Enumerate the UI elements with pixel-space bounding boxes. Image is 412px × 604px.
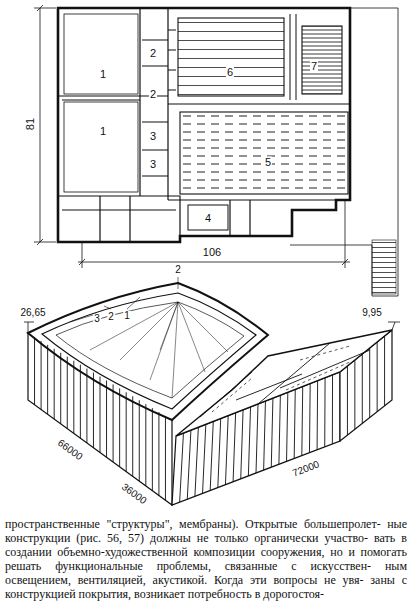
callout-number: 1 xyxy=(123,311,131,321)
column-stroke xyxy=(158,412,159,495)
column-stroke xyxy=(210,421,213,490)
callout-number: 81 xyxy=(25,117,36,131)
wall-columns xyxy=(35,336,385,502)
column-stroke xyxy=(54,349,55,419)
column-stroke xyxy=(100,377,101,453)
column-stroke xyxy=(384,336,385,406)
column-stroke xyxy=(225,416,228,485)
column-stroke xyxy=(369,348,370,418)
column-stroke xyxy=(47,345,48,414)
plan xyxy=(34,5,398,296)
column-stroke xyxy=(86,369,87,443)
callout-number: 1 xyxy=(99,69,107,80)
pool-5 xyxy=(180,112,348,194)
partition-teeth xyxy=(62,14,296,100)
column-stroke xyxy=(152,408,153,491)
column-stroke xyxy=(80,365,81,439)
shell-cables xyxy=(90,302,228,398)
column-stroke xyxy=(119,388,120,466)
column-stroke xyxy=(309,384,311,453)
column-stroke xyxy=(106,380,107,457)
inner-walls xyxy=(58,8,350,242)
callout-number: 2 xyxy=(107,312,115,322)
column-stroke xyxy=(248,407,250,476)
column-stroke xyxy=(165,416,166,500)
shell-rim-3 xyxy=(56,302,244,398)
column-stroke xyxy=(324,378,325,447)
callout-number: 106 xyxy=(202,247,222,258)
column-stroke xyxy=(264,401,266,470)
callout-number: 72000 xyxy=(290,459,321,479)
column-stroke xyxy=(113,384,114,462)
column-stroke xyxy=(362,354,363,423)
column-stroke xyxy=(195,427,198,496)
column-stroke xyxy=(347,366,348,435)
dimension-106 xyxy=(78,200,350,268)
column-stroke xyxy=(279,395,280,464)
column-stroke xyxy=(271,398,273,467)
callout-number: 6 xyxy=(226,67,234,78)
column-stroke xyxy=(377,342,378,412)
column-stroke xyxy=(287,392,288,461)
entrance-steps xyxy=(372,240,396,294)
callout-leaders xyxy=(70,277,178,322)
column-stroke xyxy=(354,360,355,429)
callout-number: 2 xyxy=(149,89,157,100)
callout-number: 5 xyxy=(264,157,272,168)
callout-number: 2 xyxy=(149,48,157,59)
callout-number: 2 xyxy=(174,265,182,275)
saddle-shell xyxy=(28,283,268,420)
column-stroke xyxy=(317,381,319,450)
level-mark-9-95 xyxy=(388,322,400,330)
column-stroke xyxy=(241,410,243,479)
column-stroke xyxy=(126,392,127,471)
column-stroke xyxy=(233,413,236,482)
dimension-81 xyxy=(34,5,56,245)
column-stroke xyxy=(145,404,146,486)
column-stroke xyxy=(93,373,94,448)
callout-number: 1 xyxy=(99,126,107,137)
callout-number: 9,95 xyxy=(361,308,382,318)
column-stroke xyxy=(203,424,206,493)
column-stroke xyxy=(139,400,140,481)
callout-number: 4 xyxy=(204,213,212,224)
callout-number: 3 xyxy=(149,131,157,142)
column-stroke xyxy=(332,375,333,444)
column-stroke xyxy=(73,361,74,434)
callout-number: 3 xyxy=(149,159,157,170)
outer-wall xyxy=(58,8,350,242)
callout-number: 7 xyxy=(310,61,318,72)
column-stroke xyxy=(218,419,221,488)
callout-number: 66000 xyxy=(55,437,85,463)
column-stroke xyxy=(34,337,35,405)
body-text: пространственные "структуры", мембраны).… xyxy=(5,517,407,601)
room-4 xyxy=(188,205,228,230)
level-mark-26-65 xyxy=(24,322,34,333)
isometric-view xyxy=(24,277,400,505)
column-stroke xyxy=(187,430,191,499)
column-stroke xyxy=(256,404,258,473)
pool-7 xyxy=(302,26,342,94)
callout-number: 3 xyxy=(93,314,101,324)
column-stroke xyxy=(301,387,303,456)
column-stroke xyxy=(67,357,68,429)
column-stroke xyxy=(60,353,61,424)
room-1-lower xyxy=(64,102,138,192)
callout-number: 26,65 xyxy=(19,308,46,318)
room-1 xyxy=(64,14,138,94)
pool-6 xyxy=(178,18,284,96)
column-stroke xyxy=(41,341,42,410)
column-stroke xyxy=(294,389,295,458)
column-stroke xyxy=(132,396,133,476)
column-stroke xyxy=(180,433,184,502)
